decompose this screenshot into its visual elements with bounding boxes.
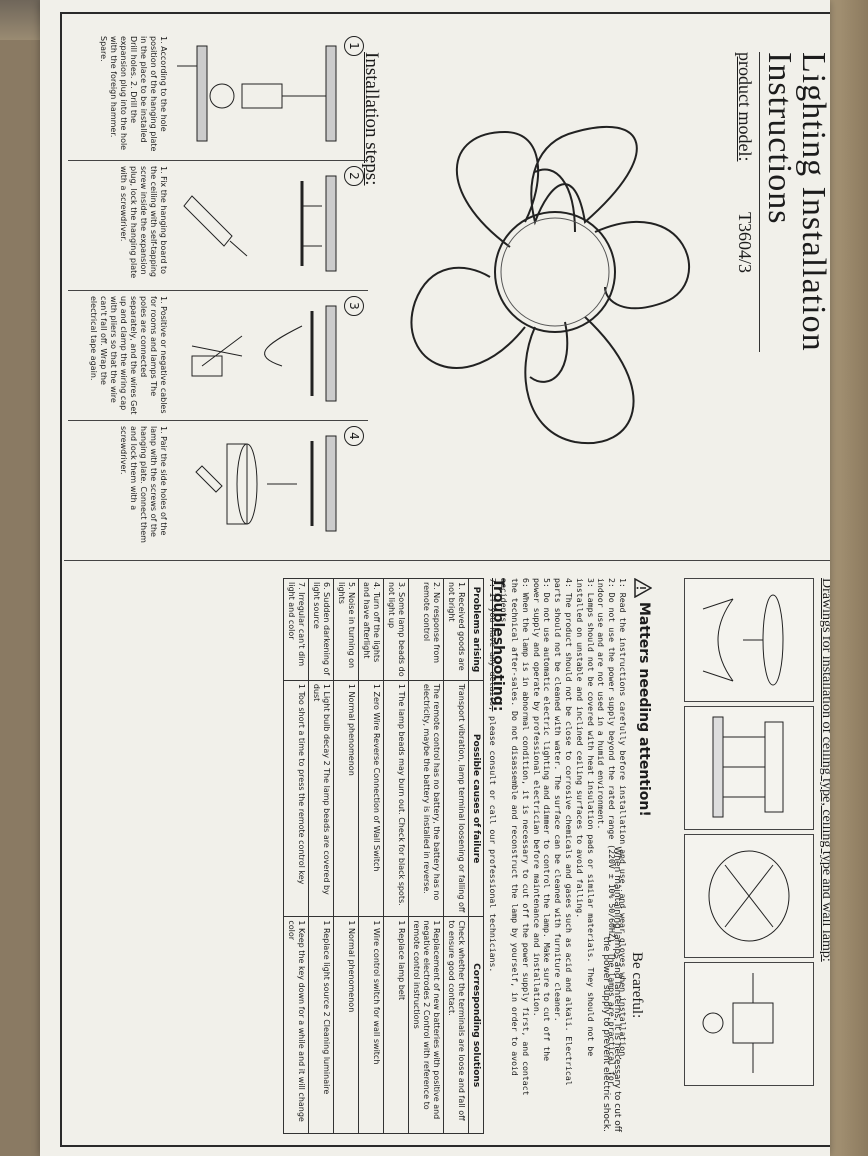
table-cell: 1 Normal phenomenon <box>333 916 359 1134</box>
table-cell: Check whether the terminals are loose an… <box>443 916 469 1134</box>
table-cell: 5. Noise in turning on lights <box>333 578 359 681</box>
table-row: 2. No response from remote control The r… <box>408 578 444 1134</box>
step-text: 1. Fix the hanging board to the ceiling … <box>119 166 168 279</box>
drawings-heading: Drawings for installation of ceiling typ… <box>819 578 830 962</box>
troubleshooting-table: Problems arising Possible causes of fail… <box>283 578 484 1134</box>
table-row: 1. Received goods are not bright Transpo… <box>443 578 469 1134</box>
table-cell: 1 Wire control switch for wall switch <box>358 916 384 1134</box>
lamp-mount-icon <box>708 850 790 942</box>
table-cell: 3. Some lamp beads do not light up <box>383 578 409 681</box>
matters-title: Matters needing attention! <box>636 602 652 817</box>
table-cell: 6. Sudden darkening of light source <box>308 578 334 681</box>
connector-icon <box>702 973 774 1073</box>
column-divider <box>64 560 830 561</box>
lamp-drawing-2 <box>684 706 814 830</box>
column-header: Problems arising <box>468 578 484 681</box>
table-cell: 1 Replace lamp belt <box>383 916 409 1134</box>
step-3: 3 1. Positive or negative cables for roo… <box>68 292 368 421</box>
ceiling-lamp-icon <box>702 594 784 686</box>
step-text: 1. Positive or negative cables for rooms… <box>89 296 168 415</box>
matters-line: installed on unstable and inclined ceili… <box>574 578 585 919</box>
warning-icon <box>634 578 652 598</box>
screw-plate-icon <box>183 175 337 272</box>
step-1: 1 1. According to the hole position of t… <box>68 32 368 161</box>
matters-line: 2: Do not use the power supply beyond th… <box>607 578 618 1086</box>
lamp-drawing-4 <box>684 962 814 1086</box>
installation-steps: 1 1. According to the hole position of t… <box>68 32 368 552</box>
rotated-page: Lighting Installation Instructions produ… <box>60 12 830 1147</box>
table-cell: 1 Zero Wire Reverse Connection of Wall S… <box>358 680 384 917</box>
table-cell: 1. Received goods are not bright <box>443 578 469 681</box>
instruction-sheet: Lighting Installation Instructions produ… <box>40 0 830 1156</box>
table-cell: 1 Light bulb decay 2 The lamp beads are … <box>308 680 334 917</box>
table-row: 3. Some lamp beads do not light up 1 The… <box>383 578 409 1134</box>
right-column: Drawings for installation of ceiling typ… <box>64 572 830 1142</box>
table-cell: Transport vibration, lamp terminal loose… <box>443 680 469 917</box>
title-rule <box>759 52 760 352</box>
table-cell: 1 Normal phenomenon <box>333 680 359 917</box>
step-number: 4 <box>344 426 364 446</box>
title-line-2: Instructions <box>761 52 798 225</box>
mount-lamp-icon <box>195 435 337 532</box>
product-model-value: T3604/3 <box>735 212 755 273</box>
table-row: 4. Turn off the lights and have afterlig… <box>358 578 384 1134</box>
step-number: 2 <box>344 166 364 186</box>
title-line-1: Lighting Installation <box>795 52 830 352</box>
table-row: 6. Sudden darkening of light source 1 Li… <box>308 578 334 1134</box>
table-cell: 1 Too short a time to press the remote c… <box>283 680 309 917</box>
table-cell: 1 Replacement of new batteries with posi… <box>408 916 444 1134</box>
table-row: 7. Irregular can't dim light and color 1… <box>283 578 309 1134</box>
troubleshooting-title: Troubleshooting: <box>490 578 506 712</box>
matters-line: 5: Do not use automatic electric lightin… <box>542 578 553 1062</box>
matters-line: power supply and operate by professional… <box>531 578 542 1017</box>
column-header: Corresponding solutions <box>468 916 484 1134</box>
step-4: 4 1. Pair the side holes of the lamp wit… <box>68 422 368 550</box>
matters-line: 1: Read the instructions carefully befor… <box>618 578 628 1062</box>
matters-line: indoor use and are not used in a humid e… <box>596 578 607 830</box>
wiring-pliers-icon <box>191 305 337 402</box>
wall-plate-icon <box>712 716 784 818</box>
table-cell: 1 Keep the key down for a while and it w… <box>283 916 309 1134</box>
step-number: 3 <box>344 296 364 316</box>
step-text: 1. According to the hole position of the… <box>99 36 168 152</box>
table-header-row: Problems arising Possible causes of fail… <box>468 578 484 1134</box>
step-2: 2 1. Fix the hanging board to the ceilin… <box>68 162 368 291</box>
matters-list: 1: Read the instructions carefully befor… <box>488 578 628 1133</box>
table-cell: 1 The lamp beads may burn out. Check for… <box>383 680 409 917</box>
document-title: Lighting Installation Instructions <box>761 52 830 352</box>
step-number: 1 <box>344 36 364 56</box>
column-header: Possible causes of failure <box>468 680 484 917</box>
matters-line: 3: Lamps should not be covered with heat… <box>585 578 596 1057</box>
matters-line: 6: When the lamp is in abnormal conditio… <box>520 578 531 1096</box>
table-row: 5. Noise in turning on lights 1 Normal p… <box>333 578 359 1134</box>
lamp-drawing-1 <box>684 578 814 702</box>
table-cell: The remote control has no battery, the b… <box>408 680 444 917</box>
careful-title: Be careful: <box>629 952 645 1019</box>
step-text: 1. Pair the side holes of the lamp with … <box>119 426 168 543</box>
table-cell: 4. Turn off the lights and have afterlig… <box>358 578 384 681</box>
matters-line: the technical after-sales. Do not disass… <box>510 578 521 1076</box>
table-cell: 2. No response from remote control <box>408 578 444 681</box>
product-model-label: product model: <box>735 52 755 162</box>
chandelier-illustration <box>410 125 691 445</box>
table-cell: 1 Replace light source 2 Cleaning lumina… <box>308 916 334 1134</box>
table-cell: 7. Irregular can't dim light and color <box>283 578 309 681</box>
matters-line: 4: The product should not be close to co… <box>564 578 575 1086</box>
drill-ceiling-icon <box>177 45 337 142</box>
matters-line: parts should not be cleaned with water. … <box>553 578 564 1022</box>
lamp-drawing-3 <box>684 834 814 958</box>
